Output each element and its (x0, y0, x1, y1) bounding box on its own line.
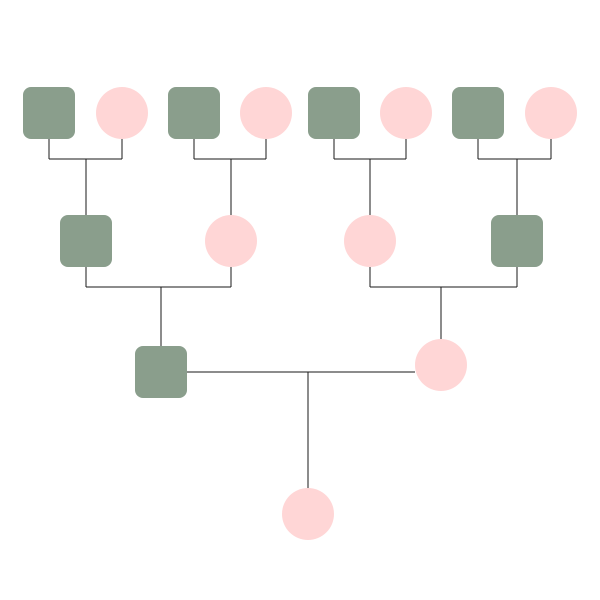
female-node-circle (240, 87, 292, 139)
female-node-circle (344, 215, 396, 267)
male-node-square (491, 215, 543, 267)
female-node-circle (380, 87, 432, 139)
female-node-circle (525, 87, 577, 139)
male-node-square (452, 87, 504, 139)
connector-lines (48, 139, 552, 488)
female-node-circle (415, 339, 467, 391)
male-node-square (168, 87, 220, 139)
male-node-square (23, 87, 75, 139)
female-node-circle (96, 87, 148, 139)
male-node-square (135, 346, 187, 398)
male-node-square (308, 87, 360, 139)
female-node-circle (282, 488, 334, 540)
male-node-square (60, 215, 112, 267)
female-node-circle (205, 215, 257, 267)
